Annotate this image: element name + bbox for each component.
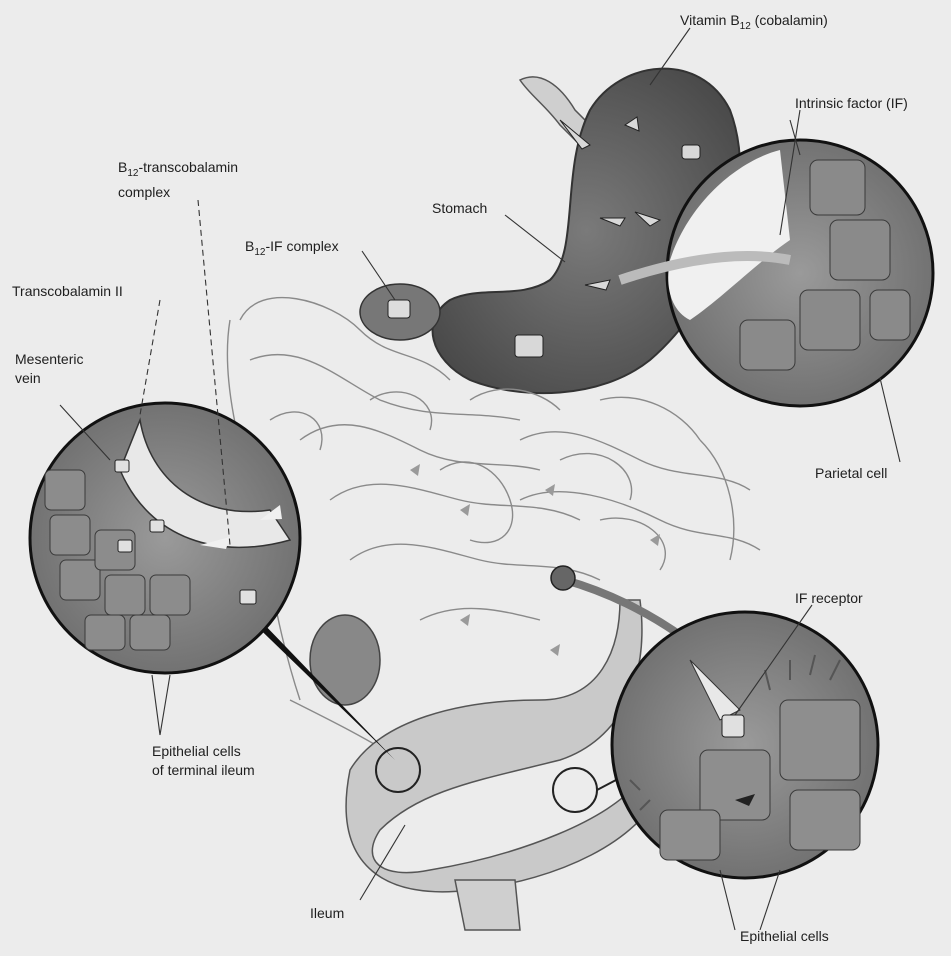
label-vitamin-b12-rest: (cobalamin) [751, 12, 828, 28]
label-epithelial-cells: Epithelial cells [740, 928, 829, 944]
label-b12-transcobalamin-line1: B12-transcobalamin [118, 158, 238, 183]
label-ileum: Ileum [310, 905, 344, 921]
label-epithelial-ileum-line2: of terminal ileum [152, 761, 255, 780]
label-mesenteric-vein: Mesenteric vein [15, 350, 83, 388]
ileum-cross-section [310, 615, 380, 705]
label-b12-transcobalamin-line2: complex [118, 183, 238, 202]
label-mesenteric-line2: vein [15, 369, 83, 388]
colon-stub [455, 880, 520, 930]
label-vitamin-b12-sub: 12 [740, 21, 751, 32]
label-b12-tc-sub: 12 [127, 168, 138, 179]
label-epithelial-terminal-ileum: Epithelial cells of terminal ileum [152, 742, 255, 780]
label-intrinsic-factor: Intrinsic factor (IF) [795, 95, 908, 111]
lens-if-receptor [612, 612, 878, 878]
label-b12-if-post: -IF complex [265, 238, 338, 254]
label-b12-transcobalamin: B12-transcobalamin complex [118, 158, 238, 202]
label-b12-if-complex: B12-IF complex [245, 238, 339, 261]
label-vitamin-b12-text: Vitamin B [680, 12, 740, 28]
label-b12-tc-post: -transcobalamin [138, 159, 238, 175]
label-if-receptor: IF receptor [795, 590, 863, 606]
label-mesenteric-line1: Mesenteric [15, 350, 83, 369]
zoom-point-right [553, 768, 597, 812]
label-epithelial-ileum-line1: Epithelial cells [152, 742, 255, 761]
label-stomach: Stomach [432, 200, 487, 216]
lens-ileum-epithelium [30, 403, 300, 673]
label-b12-if-pre: B [245, 238, 254, 254]
label-transcobalamin-ii: Transcobalamin II [12, 283, 123, 299]
label-b12-if-sub: 12 [254, 247, 265, 258]
label-vitamin-b12: Vitamin B12 (cobalamin) [680, 12, 828, 35]
label-b12-tc-pre: B [118, 159, 127, 175]
label-parietal-cell: Parietal cell [815, 465, 887, 481]
